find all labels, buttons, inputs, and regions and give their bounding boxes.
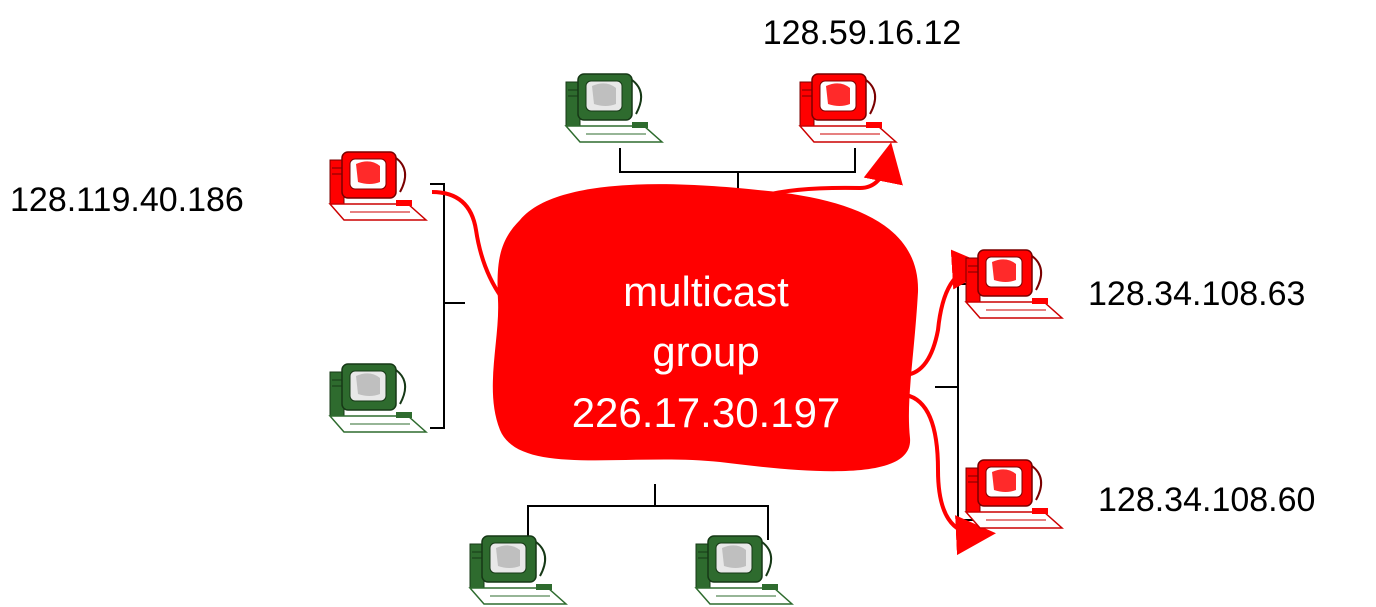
group-label-line1: multicast xyxy=(623,268,789,315)
non-member-host-left-bottom xyxy=(329,363,427,433)
non-member-host-bottom-left xyxy=(469,535,567,605)
member-host-left-top xyxy=(329,151,427,221)
host-address-top-right: 128.59.16.12 xyxy=(763,14,962,52)
multicast-group-cloud xyxy=(492,184,919,472)
host-address-left-top: 128.119.40.186 xyxy=(10,181,244,219)
member-host-top-right xyxy=(799,73,897,143)
group-label-line2: group xyxy=(652,328,759,375)
path-to-left-host xyxy=(431,190,504,300)
path-to-right-bottom-host xyxy=(905,393,996,556)
non-member-host-top-left xyxy=(565,73,663,143)
host-address-right-top: 128.34.108.63 xyxy=(1088,275,1305,313)
member-host-right-bottom xyxy=(965,459,1063,529)
host-address-right-bottom: 128.34.108.60 xyxy=(1098,481,1315,519)
path-to-right-top-host xyxy=(905,249,992,377)
group-address: 226.17.30.197 xyxy=(572,389,841,436)
member-host-right-top xyxy=(965,249,1063,319)
non-member-host-bottom-right xyxy=(695,535,793,605)
